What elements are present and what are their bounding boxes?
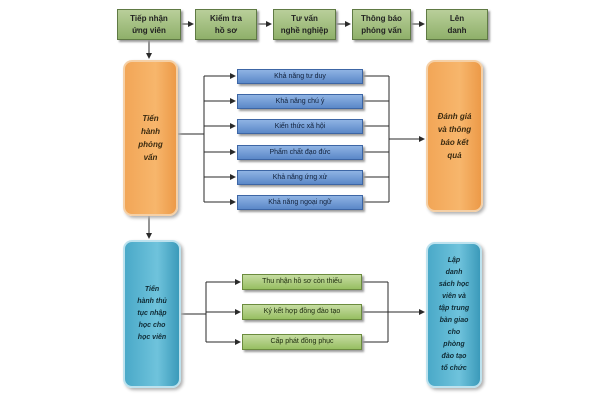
step-check-documents: Kiểm tra hồ sơ [195, 9, 257, 40]
criterion-behavior: Khả năng ứng xử [237, 170, 363, 185]
criterion-social-knowledge-label: Kiến thức xã hội [274, 122, 326, 130]
evaluation-box: Đánh giá và thông báo kết quả [426, 60, 483, 212]
criterion-social-knowledge: Kiến thức xã hội [237, 119, 363, 134]
step-check-documents-label: Kiểm tra hồ sơ [209, 13, 242, 35]
criterion-attention-label: Khả năng chú ý [275, 97, 325, 105]
criterion-foreign-language: Khả năng ngoại ngữ [237, 195, 363, 210]
step-issue-uniforms-label: Cấp phát đồng phục [270, 338, 334, 345]
criterion-thinking-label: Khả năng tư duy [274, 72, 326, 80]
evaluation-label: Đánh giá và thông báo kết quả [437, 112, 472, 160]
interview-box: Tiến hành phỏng vấn [123, 60, 178, 216]
step-collect-missing-documents-label: Thu nhận hồ sơ còn thiếu [262, 278, 342, 285]
handover-list-box: Lập danh sách học viên và tập trung bàn … [426, 242, 482, 388]
step-receive-applicants: Tiếp nhận ứng viên [117, 9, 181, 40]
step-interview-notice-label: Thông báo phỏng vấn [361, 13, 402, 35]
step-career-counseling: Tư vấn nghề nghiệp [273, 9, 336, 40]
criterion-ethics: Phẩm chất đạo đức [237, 145, 363, 160]
admission-label: Tiến hành thủ tục nhập học cho học viên [137, 286, 167, 341]
step-career-counseling-label: Tư vấn nghề nghiệp [280, 13, 329, 35]
step-list: Lên danh [426, 9, 488, 40]
step-issue-uniforms: Cấp phát đồng phục [242, 334, 362, 350]
step-list-label: Lên danh [447, 13, 467, 35]
criterion-behavior-label: Khả năng ứng xử [272, 173, 328, 181]
admission-box: Tiến hành thủ tục nhập học cho học viên [123, 240, 181, 388]
handover-list-label: Lập danh sách học viên và tập trung bàn … [438, 257, 470, 372]
criterion-thinking: Khả năng tư duy [237, 69, 363, 84]
step-receive-applicants-label: Tiếp nhận ứng viên [130, 13, 168, 35]
step-sign-training-contract-label: Ký kết hợp đồng đào tạo [263, 308, 341, 315]
criterion-attention: Khả năng chú ý [237, 94, 363, 109]
criterion-foreign-language-label: Khả năng ngoại ngữ [268, 198, 332, 206]
step-interview-notice: Thông báo phỏng vấn [352, 9, 411, 40]
step-sign-training-contract: Ký kết hợp đồng đào tạo [242, 304, 362, 320]
interview-label: Tiến hành phỏng vấn [138, 114, 163, 162]
criterion-ethics-label: Phẩm chất đạo đức [269, 148, 331, 156]
step-collect-missing-documents: Thu nhận hồ sơ còn thiếu [242, 274, 362, 290]
